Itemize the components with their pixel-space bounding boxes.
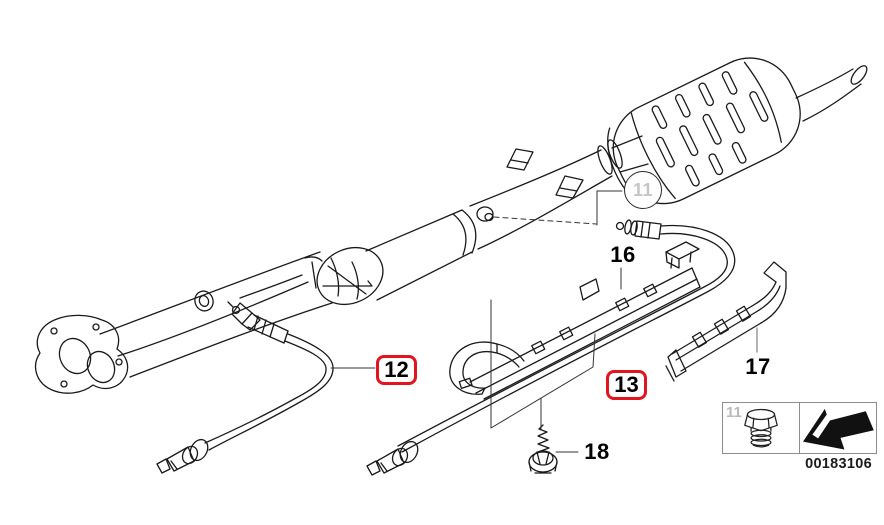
- hanger-brackets: [506, 148, 584, 199]
- callout-18[interactable]: 18: [580, 439, 614, 465]
- callout-17-label: 17: [745, 354, 771, 379]
- callout-17[interactable]: 17: [741, 354, 775, 380]
- seal-ring: [194, 290, 214, 312]
- image-part-number: 00183106: [805, 456, 872, 472]
- callout-13[interactable]: 13: [606, 370, 647, 400]
- screw-18: [528, 424, 558, 474]
- callout-12[interactable]: 12: [376, 355, 417, 385]
- bracket-16: [449, 267, 701, 400]
- callout-16[interactable]: 16: [606, 242, 640, 268]
- front-pipes: [99, 251, 333, 378]
- front-flange: [34, 314, 129, 394]
- drain-plug-icon: [744, 408, 778, 448]
- callout-18-label: 18: [584, 439, 610, 464]
- callout-16-label: 16: [610, 242, 636, 267]
- oxygen-sensor-13: [366, 219, 736, 476]
- legend-part-label: 11: [726, 404, 742, 421]
- muffler: [607, 57, 868, 207]
- callout-11[interactable]: 11: [624, 171, 662, 209]
- bracket-17: [665, 261, 787, 382]
- callout-12-label: 12: [384, 357, 409, 382]
- catalytic-converter: [316, 209, 477, 306]
- legend-arrow-cell: [800, 403, 876, 453]
- direction-arrow-icon: [803, 408, 874, 450]
- mid-pipe: [469, 139, 623, 250]
- legend-part-cell: 11: [723, 403, 800, 453]
- callout-11-label: 11: [632, 179, 654, 200]
- oxygen-sensor-12: [156, 301, 334, 474]
- legend-inset: 11: [722, 402, 877, 454]
- callout-13-label: 13: [614, 372, 639, 397]
- leader-lines: [330, 190, 758, 453]
